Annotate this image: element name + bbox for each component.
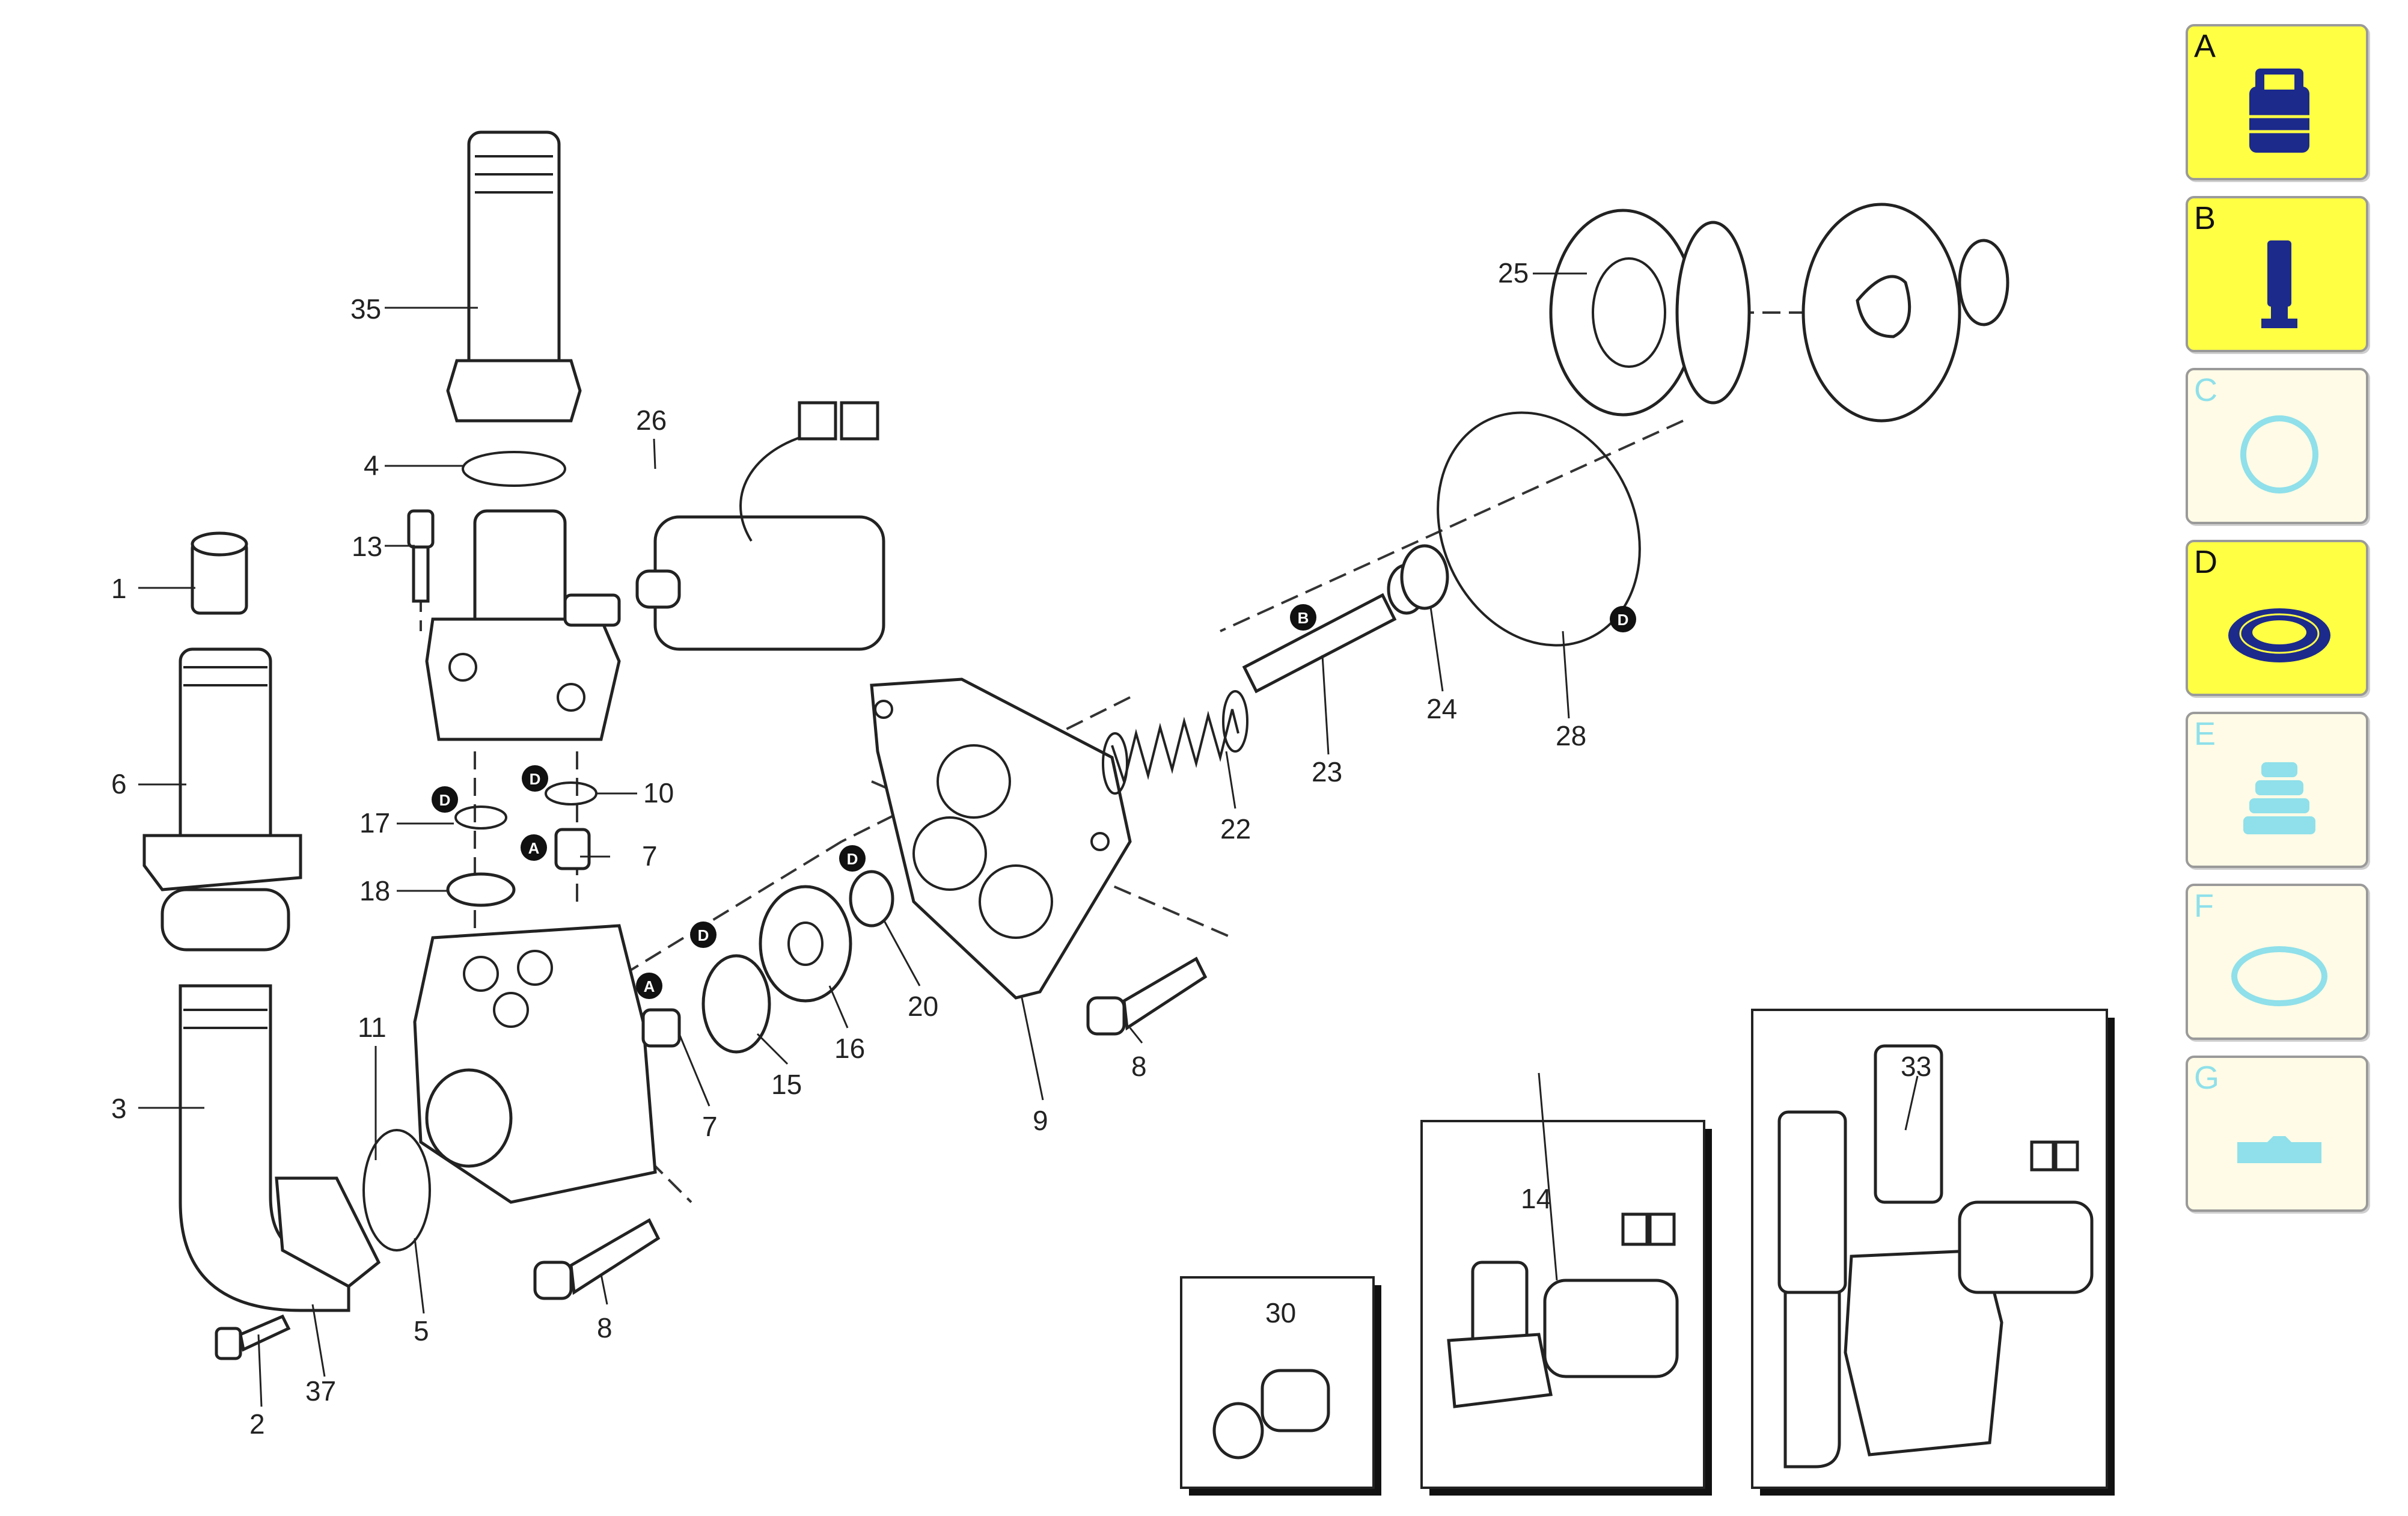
inset-33 xyxy=(1751,1009,2115,1496)
legend-letter-a: A xyxy=(2194,28,2216,64)
part-8-bolt-upper xyxy=(1086,956,1208,1036)
piston-icon xyxy=(2261,240,2297,328)
legend-item-b[interactable]: B xyxy=(2186,196,2368,352)
parts-category-legend: A B C D E xyxy=(2186,24,2372,1227)
part-2-bolt xyxy=(215,1314,291,1360)
legend-letter-b: B xyxy=(2194,200,2216,236)
part-11-5-oring xyxy=(362,1129,431,1252)
valve-seals-7-15-16-20 xyxy=(641,870,894,1054)
callout-6[interactable]: 6 xyxy=(111,768,127,799)
callout-1[interactable]: 1 xyxy=(111,573,127,604)
callout-18[interactable]: 18 xyxy=(359,875,390,906)
part-23-piston xyxy=(1242,563,1426,694)
part-24-washer xyxy=(1400,544,1449,610)
seal-rings-17-18-10-7 xyxy=(446,781,597,907)
part-6-fitting xyxy=(142,647,302,952)
badge-d-17[interactable]: D xyxy=(432,786,458,813)
badge-d-10[interactable]: D xyxy=(522,765,548,792)
legend-item-g[interactable]: G xyxy=(2186,1056,2368,1212)
legend-letter-e: E xyxy=(2194,716,2216,752)
badge-markers: A A B D D D D D xyxy=(432,604,1636,999)
callout-11[interactable]: 11 xyxy=(358,1012,387,1043)
legend-item-c[interactable]: C xyxy=(2186,368,2368,524)
part-22-spring xyxy=(1102,690,1248,795)
callout-14[interactable]: 14 xyxy=(1521,1183,1551,1214)
callout-17[interactable]: 17 xyxy=(359,807,390,839)
badge-a-lower[interactable]: A xyxy=(636,973,662,999)
legend-letter-d: D xyxy=(2194,544,2217,580)
callout-33[interactable]: 33 xyxy=(1901,1051,1931,1082)
part-4-oring xyxy=(462,451,566,487)
part-13-bolt xyxy=(407,509,435,603)
legend-letter-c: C xyxy=(2194,372,2217,408)
legend-item-e[interactable]: E xyxy=(2186,712,2368,868)
svg-text:D: D xyxy=(847,850,858,868)
callout-13[interactable]: 13 xyxy=(352,531,382,562)
svg-text:D: D xyxy=(439,791,451,809)
part-35-tube xyxy=(446,130,582,423)
shim-icon xyxy=(2237,1136,2321,1163)
callout-2[interactable]: 2 xyxy=(249,1408,265,1440)
legend-item-d[interactable]: D xyxy=(2186,540,2368,696)
pump-housing xyxy=(413,924,657,1204)
inset-30 xyxy=(1180,1276,1381,1496)
part-9-cover-plate xyxy=(870,677,1132,1000)
legend-item-f[interactable]: F xyxy=(2186,884,2368,1040)
callout-30[interactable]: 30 xyxy=(1265,1297,1296,1328)
callout-8-lower[interactable]: 8 xyxy=(597,1312,613,1343)
callout-3[interactable]: 3 xyxy=(111,1093,127,1124)
callout-8-upper[interactable]: 8 xyxy=(1131,1051,1147,1082)
badge-a-upper[interactable]: A xyxy=(521,834,547,861)
part-28-oring xyxy=(1437,411,1641,647)
svg-text:D: D xyxy=(530,770,541,788)
callout-26[interactable]: 26 xyxy=(636,405,667,436)
part-8-bolt-lower xyxy=(533,1218,661,1300)
callout-37[interactable]: 37 xyxy=(305,1375,336,1407)
svg-text:A: A xyxy=(528,839,540,857)
legend-letter-g: G xyxy=(2194,1060,2220,1096)
callout-24[interactable]: 24 xyxy=(1426,693,1457,724)
inset-14 xyxy=(1420,1120,1712,1496)
callout-16[interactable]: 16 xyxy=(834,1033,865,1064)
svg-text:D: D xyxy=(698,926,709,944)
exploded-parts-diagram: 1 2 3 4 5 6 7 7 8 8 9 10 11 13 14 15 16 … xyxy=(111,130,2115,1496)
callout-35[interactable]: 35 xyxy=(350,293,381,325)
callout-9[interactable]: 9 xyxy=(1033,1105,1048,1136)
part-25-seal-assembly xyxy=(1549,203,2009,423)
callout-labels: 1 2 3 4 5 6 7 7 8 8 9 10 11 13 14 15 16 … xyxy=(111,257,1931,1440)
assembly-lines xyxy=(420,311,1942,1203)
callout-20[interactable]: 20 xyxy=(908,991,938,1022)
o-ring-icon xyxy=(2240,415,2318,494)
callout-23[interactable]: 23 xyxy=(1312,756,1342,787)
callout-5[interactable]: 5 xyxy=(414,1315,429,1346)
bellows-icon xyxy=(2243,762,2315,834)
callout-7-lower[interactable]: 7 xyxy=(702,1111,718,1142)
callout-15[interactable]: 15 xyxy=(771,1069,802,1100)
legend-letter-f: F xyxy=(2194,888,2214,924)
legend-item-a[interactable]: A xyxy=(2186,24,2368,180)
valve-head-block xyxy=(425,509,621,741)
valve-cap-icon xyxy=(2249,69,2309,153)
svg-text:D: D xyxy=(1618,611,1629,629)
callout-22[interactable]: 22 xyxy=(1220,813,1251,845)
part-1-nut xyxy=(191,531,248,615)
callout-10[interactable]: 10 xyxy=(643,777,674,808)
seal-ring-icon xyxy=(2228,608,2330,662)
badge-d-20[interactable]: D xyxy=(839,845,866,872)
svg-text:B: B xyxy=(1298,609,1309,627)
callout-28[interactable]: 28 xyxy=(1556,720,1586,751)
leader-lines xyxy=(138,272,1919,1407)
svg-text:A: A xyxy=(644,977,655,995)
badge-d-15[interactable]: D xyxy=(690,922,717,948)
gasket-icon xyxy=(2231,946,2327,1006)
callout-25[interactable]: 25 xyxy=(1498,257,1529,289)
part-3-elbow-pipe xyxy=(179,984,381,1312)
callout-4[interactable]: 4 xyxy=(364,450,379,481)
badge-b[interactable]: B xyxy=(1290,604,1316,631)
part-26-pressure-switch xyxy=(635,401,885,651)
callout-7-upper[interactable]: 7 xyxy=(642,840,658,872)
badge-d-28[interactable]: D xyxy=(1610,606,1636,632)
